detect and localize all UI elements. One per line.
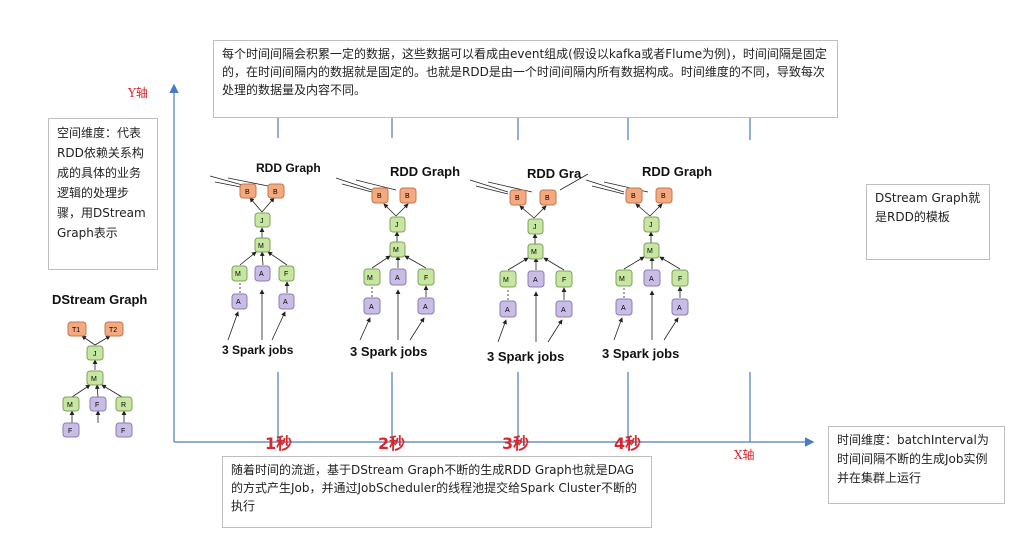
svg-text:M: M bbox=[91, 376, 97, 383]
time-ticks bbox=[277, 118, 751, 442]
svg-text:A: A bbox=[369, 304, 374, 311]
svg-text:RDD Graph: RDD Graph bbox=[390, 164, 460, 179]
dstream-graph: DStream Graph T1 T2 J M M F R bbox=[52, 292, 147, 438]
svg-text:J: J bbox=[93, 351, 97, 358]
y-axis-label: Y轴 bbox=[128, 86, 148, 100]
svg-text:A: A bbox=[423, 304, 428, 311]
svg-text:A: A bbox=[621, 305, 626, 312]
svg-text:A: A bbox=[533, 277, 538, 284]
svg-text:B: B bbox=[545, 195, 550, 202]
svg-text:R: R bbox=[121, 402, 126, 409]
svg-text:M: M bbox=[258, 243, 264, 250]
svg-text:F: F bbox=[562, 277, 566, 284]
svg-text:F: F bbox=[424, 275, 428, 282]
svg-text:3 Spark jobs: 3 Spark jobs bbox=[602, 346, 679, 361]
rdd-graph-3: RDD Gra B B J M bbox=[469, 166, 589, 364]
svg-text:RDD Gra: RDD Gra bbox=[527, 166, 582, 181]
node-t1 bbox=[67, 321, 87, 337]
svg-text:F: F bbox=[284, 271, 288, 278]
node-t2 bbox=[104, 321, 124, 337]
node-f2 bbox=[62, 422, 80, 438]
svg-text:T1: T1 bbox=[72, 327, 80, 334]
svg-text:A: A bbox=[259, 271, 264, 278]
svg-text:J: J bbox=[533, 224, 537, 231]
dstream-graph-title: DStream Graph bbox=[52, 292, 147, 307]
svg-text:B: B bbox=[245, 189, 250, 196]
svg-text:B: B bbox=[631, 193, 636, 200]
svg-text:B: B bbox=[273, 189, 278, 196]
svg-text:A: A bbox=[505, 307, 510, 314]
note-bottom-right: 时间维度：batchInterval为时间间隔不断的生成Job实例并在集群上运行 bbox=[828, 426, 1005, 504]
svg-text:M: M bbox=[235, 271, 241, 278]
svg-text:B: B bbox=[405, 193, 410, 200]
svg-text:B: B bbox=[377, 193, 382, 200]
note-top: 每个时间间隔会积累一定的数据，这些数据可以看成由event组成(假设以kafka… bbox=[213, 40, 838, 118]
svg-text:F: F bbox=[121, 428, 125, 435]
svg-text:A: A bbox=[677, 305, 682, 312]
x-axis-label: X轴 bbox=[734, 448, 755, 462]
note-bottom: 随着时间的流逝，基于DStream Graph不断的生成RDD Graph也就是… bbox=[222, 456, 652, 528]
svg-text:3 Spark jobs: 3 Spark jobs bbox=[487, 349, 564, 364]
svg-text:A: A bbox=[283, 299, 288, 306]
svg-text:M: M bbox=[647, 248, 653, 255]
svg-text:B: B bbox=[515, 195, 520, 202]
svg-text:T2: T2 bbox=[109, 327, 117, 334]
svg-text:M: M bbox=[531, 249, 537, 256]
svg-text:B: B bbox=[661, 193, 666, 200]
svg-text:F: F bbox=[68, 428, 72, 435]
time-label-1: 1秒 bbox=[265, 434, 293, 453]
svg-text:M: M bbox=[367, 275, 373, 282]
svg-text:RDD Graph: RDD Graph bbox=[642, 164, 712, 179]
svg-text:F: F bbox=[678, 276, 682, 283]
svg-text:F: F bbox=[95, 402, 99, 409]
rdd-graph-4: RDD Graph B B J M M bbox=[585, 164, 712, 361]
svg-text:M: M bbox=[503, 277, 509, 284]
node-f bbox=[89, 396, 107, 412]
node-r bbox=[115, 396, 133, 412]
note-left: 空间维度：代表RDD依赖关系构成的具体的业务逻辑的处理步骤，用DStream G… bbox=[48, 118, 158, 270]
svg-text:A: A bbox=[649, 276, 654, 283]
node-m2 bbox=[62, 396, 80, 412]
svg-text:3 Spark jobs: 3 Spark jobs bbox=[350, 344, 427, 359]
time-label-2: 2秒 bbox=[378, 434, 406, 453]
note-right: DStream Graph就是RDD的模板 bbox=[866, 184, 990, 260]
svg-text:J: J bbox=[649, 222, 653, 229]
node-m bbox=[86, 370, 104, 386]
svg-text:M: M bbox=[67, 402, 73, 409]
time-label-4: 4秒 bbox=[614, 434, 642, 453]
svg-text:M: M bbox=[619, 276, 625, 283]
rdd-graph-title: RDD Graph bbox=[256, 161, 321, 175]
svg-text:J: J bbox=[395, 222, 399, 229]
node-f3 bbox=[115, 422, 133, 438]
svg-text:M: M bbox=[393, 247, 399, 254]
svg-text:J: J bbox=[260, 218, 264, 225]
svg-text:A: A bbox=[236, 299, 241, 306]
rdd-graph-2: RDD Graph B B J M M bbox=[335, 164, 460, 359]
svg-text:A: A bbox=[395, 275, 400, 282]
svg-text:A: A bbox=[561, 307, 566, 314]
spark-jobs-label: 3 Spark jobs bbox=[222, 343, 294, 357]
rdd-graph-1: RDD Graph B B J M M bbox=[209, 161, 321, 357]
time-label-3: 3秒 bbox=[502, 434, 530, 453]
node-j bbox=[86, 345, 104, 361]
